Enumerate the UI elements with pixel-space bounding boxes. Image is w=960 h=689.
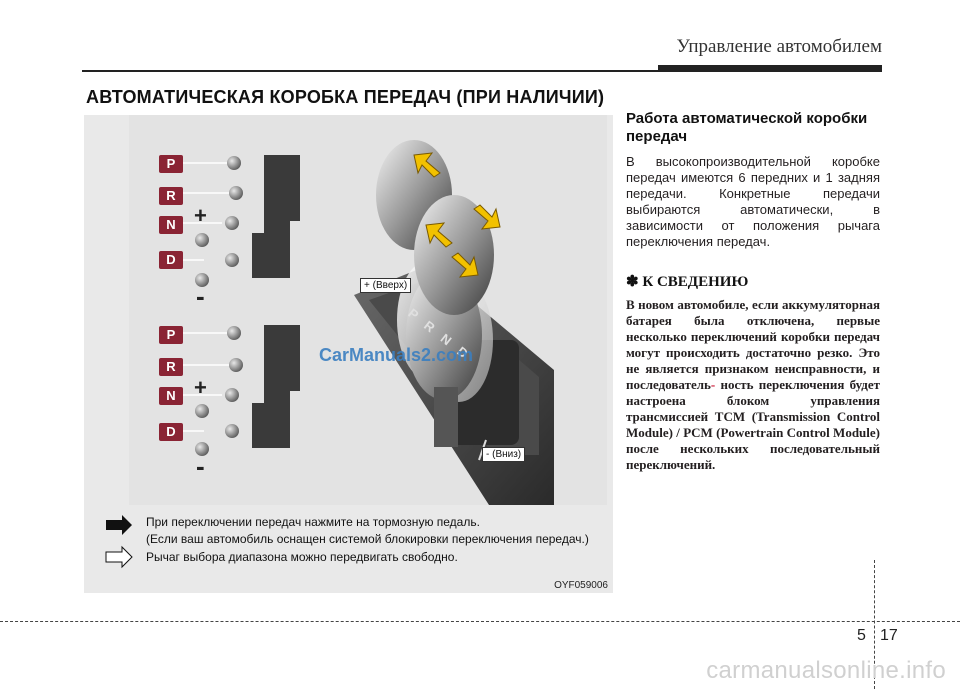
note-text: В новом автомобиле, если аккумуляторная … xyxy=(626,297,880,473)
note-text-part-a: В новом автомобиле, если аккумуляторная … xyxy=(626,297,880,392)
gate-bottom-p: P xyxy=(159,326,183,344)
gate-bottom-r: R xyxy=(159,358,183,376)
footer-divider xyxy=(874,560,875,689)
gate-bottom-minus: - xyxy=(196,451,205,481)
right-column: Работа автоматической коробки передач В … xyxy=(626,110,880,473)
figure-code: OYF059006 xyxy=(554,580,608,591)
gate-top-plus: + xyxy=(194,203,207,228)
gate-top-p: P xyxy=(159,155,183,173)
label-down: - (Вниз) xyxy=(482,447,526,462)
note-title: ✽ К СВЕДЕНИЮ xyxy=(626,274,749,290)
gate-top-d: D xyxy=(159,251,183,269)
arrow-outline-icon xyxy=(105,545,133,569)
arrow-solid-icon xyxy=(106,515,132,535)
header-rule xyxy=(82,70,882,72)
subsection-title: Работа автоматической коробки передач xyxy=(626,110,868,145)
gate-bottom-d: D xyxy=(159,423,183,441)
gate-diagram-top xyxy=(182,155,300,287)
gate-top-r: R xyxy=(159,187,183,205)
label-up: + (Вверх) xyxy=(360,278,412,293)
section-title: АВТОМАТИЧЕСКАЯ КОРОБКА ПЕРЕДАЧ (ПРИ НАЛИ… xyxy=(86,87,605,107)
shift-figure: P R N D + - P R N D + - + (Вверх) - (Вни… xyxy=(84,115,613,593)
gate-diagram-bottom xyxy=(182,325,300,456)
footer-rule xyxy=(0,621,960,622)
legend-line-3: Рычаг выбора диапазона можно передвигать… xyxy=(146,550,458,564)
legend-line-2: (Если ваш автомобиль оснащен системой бл… xyxy=(146,532,589,546)
page-number: 17 xyxy=(880,627,898,644)
legend-outline-arrow-text: Рычаг выбора диапазона можно передвигать… xyxy=(146,549,458,566)
gate-top-n: N xyxy=(159,216,183,234)
header-title: Управление автомобилем xyxy=(676,36,882,57)
header-rule-accent xyxy=(658,65,882,71)
legend-line-1: При переключении передач нажмите на торм… xyxy=(146,515,480,529)
shift-illustration xyxy=(105,140,554,569)
gate-bottom-n: N xyxy=(159,387,183,405)
site-watermark: carmanualsonline.info xyxy=(706,657,946,684)
body-paragraph: В высокопроизводительной коробке передач… xyxy=(626,154,880,249)
legend-solid-arrow-text: При переключении передач нажмите на торм… xyxy=(146,514,589,548)
note-text-part-b: ность переключения будет настроена блоко… xyxy=(626,377,880,472)
gate-top-minus: - xyxy=(196,281,205,311)
gate-bottom-plus: + xyxy=(194,375,207,400)
page-chapter: 5 xyxy=(857,627,866,644)
figure-watermark: CarManuals2.com xyxy=(319,345,474,365)
shift-lever-illustration xyxy=(354,140,554,505)
note-hyphen: - xyxy=(710,377,716,392)
